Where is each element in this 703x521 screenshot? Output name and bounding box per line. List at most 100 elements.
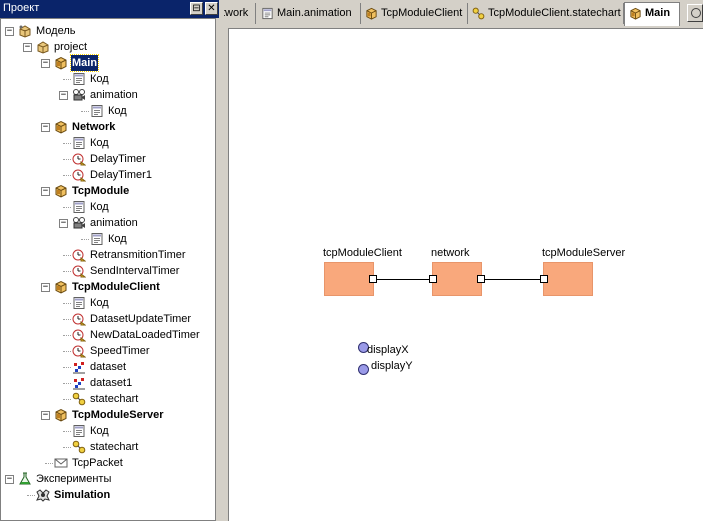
tree-connector-line <box>63 143 71 144</box>
panel-splitter[interactable] <box>219 0 228 521</box>
tree-item[interactable]: DatasetUpdateTimer <box>1 311 215 327</box>
editor-tab[interactable]: TcpModuleClient.statechart <box>468 3 624 24</box>
animation-icon <box>72 216 86 230</box>
tree-item[interactable]: Код <box>1 71 215 87</box>
tree-item[interactable]: Код <box>1 295 215 311</box>
tree-item[interactable]: DelayTimer1 <box>1 167 215 183</box>
timer-icon <box>72 312 87 326</box>
active-object-icon <box>365 7 378 20</box>
tree-connector-line <box>63 431 71 432</box>
variable-icon[interactable] <box>358 342 369 353</box>
tree-item-label: dataset <box>90 361 127 373</box>
port-network-right[interactable] <box>477 275 485 283</box>
editor-tab-label: twork <box>224 7 249 19</box>
connector-client-network[interactable] <box>376 279 433 280</box>
port-tcpmoduleserver[interactable] <box>540 275 548 283</box>
tree-connector-line <box>63 271 71 272</box>
close-panel-button[interactable]: ✕ <box>205 2 218 15</box>
collapse-toggle-icon[interactable]: − <box>23 42 32 52</box>
collapse-toggle-icon[interactable]: − <box>41 410 50 420</box>
node-label-tcpmoduleclient: tcpModuleClient <box>323 247 402 259</box>
collapse-toggle-icon[interactable]: − <box>41 58 50 68</box>
port-tcpmoduleclient[interactable] <box>369 275 377 283</box>
tree-connector-line <box>63 383 71 384</box>
code-icon <box>72 136 86 150</box>
editor-tab[interactable]: Main.animation <box>257 3 361 24</box>
tree-item[interactable]: −Эксперименты <box>1 471 215 487</box>
tree-item[interactable]: Код <box>1 199 215 215</box>
tree-item-label: animation <box>90 217 138 229</box>
tree-item[interactable]: − TcpModuleClient <box>1 279 215 295</box>
tree-item-label: TcpModuleClient <box>72 281 160 293</box>
timer-icon <box>72 152 87 166</box>
code-icon <box>261 7 274 20</box>
connector-network-server[interactable] <box>485 279 544 280</box>
tree-item-label: TcpModuleServer <box>72 409 164 421</box>
editor-tab[interactable]: Main <box>624 2 680 26</box>
tab-scroll-left-button[interactable] <box>687 4 703 22</box>
collapse-toggle-icon[interactable]: − <box>5 474 14 484</box>
tree-item[interactable]: −Network <box>1 119 215 135</box>
tree-item[interactable]: Код <box>1 231 215 247</box>
collapse-toggle-icon[interactable]: − <box>59 90 68 100</box>
active-object-icon <box>54 56 68 70</box>
collapse-toggle-icon[interactable]: − <box>41 282 50 292</box>
embedded-object-network[interactable] <box>432 262 482 296</box>
tree-item[interactable]: TcpPacket <box>1 455 215 471</box>
collapse-toggle-icon[interactable]: − <box>5 26 14 36</box>
tree-item[interactable]: DelayTimer <box>1 151 215 167</box>
code-icon <box>90 232 104 246</box>
tree-item-label: SpeedTimer <box>90 345 150 357</box>
tree-item[interactable]: Код <box>1 423 215 439</box>
editor-tab[interactable]: twork <box>224 3 256 24</box>
tree-item-label: Код <box>90 201 109 213</box>
tree-connector-line <box>63 79 71 80</box>
tree-item[interactable]: − animation <box>1 215 215 231</box>
collapse-toggle-icon[interactable]: − <box>41 122 50 132</box>
tree-item[interactable]: statechart <box>1 391 215 407</box>
tree-item-label: statechart <box>90 393 139 405</box>
tree-item-label: Simulation <box>54 489 111 501</box>
variable-icon[interactable] <box>358 364 369 375</box>
active-object-icon <box>54 408 68 422</box>
tree-item[interactable]: statechart <box>1 439 215 455</box>
tree-item[interactable]: − project <box>1 39 215 55</box>
code-icon <box>72 424 86 438</box>
tree-item[interactable]: −animation <box>1 87 215 103</box>
tree-item[interactable]: − TcpModuleServer <box>1 407 215 423</box>
tree-item-label: DelayTimer <box>90 153 146 165</box>
embedded-object-tcpmoduleserver[interactable] <box>543 262 593 296</box>
tree-item[interactable]: −Main <box>1 54 215 72</box>
tree-connector-line <box>81 111 89 112</box>
tree-item[interactable]: Код <box>1 135 215 151</box>
tree-item[interactable]: dataset1 <box>1 375 215 391</box>
tree-connector-line <box>27 495 35 496</box>
pin-panel-button[interactable]: ⊟ <box>190 2 203 15</box>
tree-connector-line <box>63 367 71 368</box>
tree-item[interactable]: − Модель <box>1 23 215 39</box>
tree-item-label: Код <box>90 297 109 309</box>
variable-label-displayy: displayY <box>371 360 413 372</box>
active-object-icon <box>54 120 68 134</box>
tree-item[interactable]: Simulation <box>1 487 215 503</box>
graphical-editor-canvas[interactable]: tcpModuleClient network tcpModuleServer … <box>228 28 703 521</box>
tree-item[interactable]: RetransmitionTimer <box>1 247 215 263</box>
port-network-left[interactable] <box>429 275 437 283</box>
tree-item[interactable]: SendIntervalTimer <box>1 263 215 279</box>
tree-item[interactable]: SpeedTimer <box>1 343 215 359</box>
tree-item-label: Модель <box>36 25 76 37</box>
tree-item[interactable]: NewDataLoadedTimer <box>1 327 215 343</box>
collapse-toggle-icon[interactable]: − <box>59 218 68 228</box>
experiments-icon <box>18 472 32 486</box>
tree-item-label: dataset1 <box>90 377 133 389</box>
tree-item-label: DelayTimer1 <box>90 169 152 181</box>
tree-item-label: project <box>54 41 88 53</box>
collapse-toggle-icon[interactable]: − <box>41 186 50 196</box>
editor-tab[interactable]: TcpModuleClient <box>361 3 468 24</box>
tree-item[interactable]: −TcpModule <box>1 183 215 199</box>
tree-item[interactable]: dataset <box>1 359 215 375</box>
embedded-object-tcpmoduleclient[interactable] <box>324 262 374 296</box>
tree-item[interactable]: Код <box>1 103 215 119</box>
